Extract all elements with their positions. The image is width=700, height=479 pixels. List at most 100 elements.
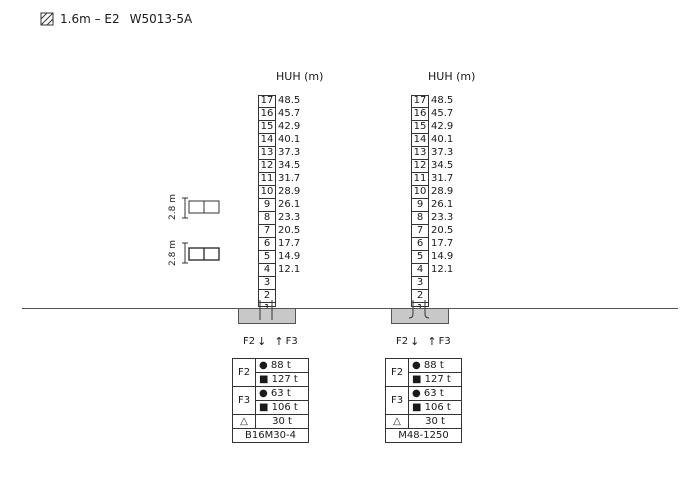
force-label-f3: F3 [438, 336, 451, 347]
tower-1-height: 14.9 [278, 251, 301, 262]
f2-dot-value: 88 t [270, 360, 291, 371]
tower-2-section: 11 [411, 173, 429, 186]
tower-2-heights: 48.5 45.7 42.9 40.1 37.3 34.5 31.7 28.9 … [431, 95, 453, 277]
table-f3-label: F3 [385, 386, 409, 415]
tie-symbol-upper [170, 193, 230, 223]
tower-1-foundation [238, 308, 296, 324]
tower-1-height: 26.1 [278, 199, 301, 210]
tower-2-foundation [391, 308, 449, 324]
tower-1-height: 45.7 [278, 108, 301, 119]
tower-2-section: 12 [411, 160, 429, 173]
table-f3-label: F3 [232, 386, 256, 415]
tower-1-height: 37.3 [278, 147, 301, 158]
tower-2-section: 2 [411, 290, 429, 303]
tower-2-section: 17 [411, 95, 429, 108]
tower-1-section: 15 [258, 121, 276, 134]
square-icon: ■ [412, 402, 422, 413]
dot-icon: ● [412, 360, 421, 371]
tower-1-axis-label: HUH (m) [276, 70, 324, 83]
tower-2-height: 12.1 [431, 264, 454, 275]
tower-2-height: 37.3 [431, 147, 454, 158]
tower-1-heights: 48.5 45.7 42.9 40.1 37.3 34.5 31.7 28.9 … [278, 95, 300, 277]
tower-2-mast [411, 95, 429, 307]
dot-icon: ● [259, 388, 268, 399]
tower-1-model: B16M30-4 [232, 428, 309, 443]
tower-2-height: 20.5 [431, 225, 454, 236]
tower-1-section: 3 [258, 277, 276, 290]
tower-1-section: 13 [258, 147, 276, 160]
tower-1-height: 42.9 [278, 121, 301, 132]
tower-2-forces: F2 ↓ ↑ F3 [396, 335, 451, 348]
weight-icon: △ [385, 414, 409, 429]
section-diagonal-icon [40, 12, 54, 26]
tower-1-height: 23.3 [278, 212, 301, 223]
tower-2-load-table: F2 ● 88 t ■ 127 t F3 ● 63 t ■ 106 t △ 30… [385, 358, 462, 443]
tower-2-height: 48.5 [431, 95, 454, 106]
force-label-f2: F2 [396, 336, 409, 347]
misc-value: 30 t [255, 414, 309, 429]
tower-1-section: 17 [258, 95, 276, 108]
tower-2-height: 14.9 [431, 251, 454, 262]
tower-1-height: 31.7 [278, 173, 301, 184]
dot-icon: ● [259, 360, 268, 371]
tower-2-section: 5 [411, 251, 429, 264]
tower-1-section: 9 [258, 199, 276, 212]
tower-1-height: 28.9 [278, 186, 301, 197]
tower-2-height: 34.5 [431, 160, 454, 171]
tower-2-height: 45.7 [431, 108, 454, 119]
arrow-down-icon: ↓ [257, 335, 267, 348]
tower-1-height: 34.5 [278, 160, 301, 171]
tower-2-section: 16 [411, 108, 429, 121]
f2-square-value: 127 t [271, 374, 298, 385]
arrow-up-icon: ↑ [427, 335, 437, 348]
f2-square-value: 127 t [424, 374, 451, 385]
tower-1-section: 7 [258, 225, 276, 238]
tower-2-section: 8 [411, 212, 429, 225]
arrow-down-icon: ↓ [410, 335, 420, 348]
tower-1-section: 4 [258, 264, 276, 277]
tower-1-height: 17.7 [278, 238, 301, 249]
tower-2-section: 3 [411, 277, 429, 290]
tower-1-section: 2 [258, 290, 276, 303]
square-icon: ■ [259, 374, 269, 385]
tower-1-sections: 17 16 15 14 13 12 11 10 9 8 7 6 5 4 3 2 … [258, 95, 276, 315]
tower-2-section: 9 [411, 199, 429, 212]
tower-1-load-table: F2 ● 88 t ■ 127 t F3 ● 63 t ■ 106 t △ 30… [232, 358, 309, 443]
tower-2-section: 6 [411, 238, 429, 251]
f3-square-value: 106 t [424, 402, 451, 413]
dim-label-upper: 2.8 m [168, 194, 178, 220]
f3-dot-value: 63 t [270, 388, 291, 399]
tower-2-section: 4 [411, 264, 429, 277]
tower-1-height: 12.1 [278, 264, 301, 275]
misc-value: 30 t [408, 414, 462, 429]
header-code: W5013-5A [129, 12, 193, 26]
tower-2-section: 13 [411, 147, 429, 160]
header-title: 1.6m – E2 [60, 12, 120, 26]
force-label-f2: F2 [243, 336, 256, 347]
tower-2-height: 40.1 [431, 134, 454, 145]
force-label-f3: F3 [285, 336, 298, 347]
tower-2-sections: 17 16 15 14 13 12 11 10 9 8 7 6 5 4 3 2 … [411, 95, 429, 315]
tower-1-anchors [259, 300, 273, 320]
tower-1-section: 14 [258, 134, 276, 147]
ground-line [22, 308, 678, 309]
tower-2-anchors [408, 300, 430, 319]
tower-1-section: 5 [258, 251, 276, 264]
tower-2-height: 23.3 [431, 212, 454, 223]
tower-1-section: 16 [258, 108, 276, 121]
f2-dot-value: 88 t [423, 360, 444, 371]
tower-2-section: 15 [411, 121, 429, 134]
tower-2-section: 10 [411, 186, 429, 199]
tower-2-axis-label: HUH (m) [428, 70, 476, 83]
tower-1-section: 6 [258, 238, 276, 251]
tower-1-height: 48.5 [278, 95, 301, 106]
dim-label-lower: 2.8 m [168, 240, 178, 266]
f3-square-value: 106 t [271, 402, 298, 413]
tower-2-section: 14 [411, 134, 429, 147]
tie-symbol-lower [170, 240, 230, 270]
tower-1-section: 10 [258, 186, 276, 199]
tower-1-mast [258, 95, 276, 307]
tower-1-section: 8 [258, 212, 276, 225]
tower-2-model: M48-1250 [385, 428, 462, 443]
f3-dot-value: 63 t [423, 388, 444, 399]
